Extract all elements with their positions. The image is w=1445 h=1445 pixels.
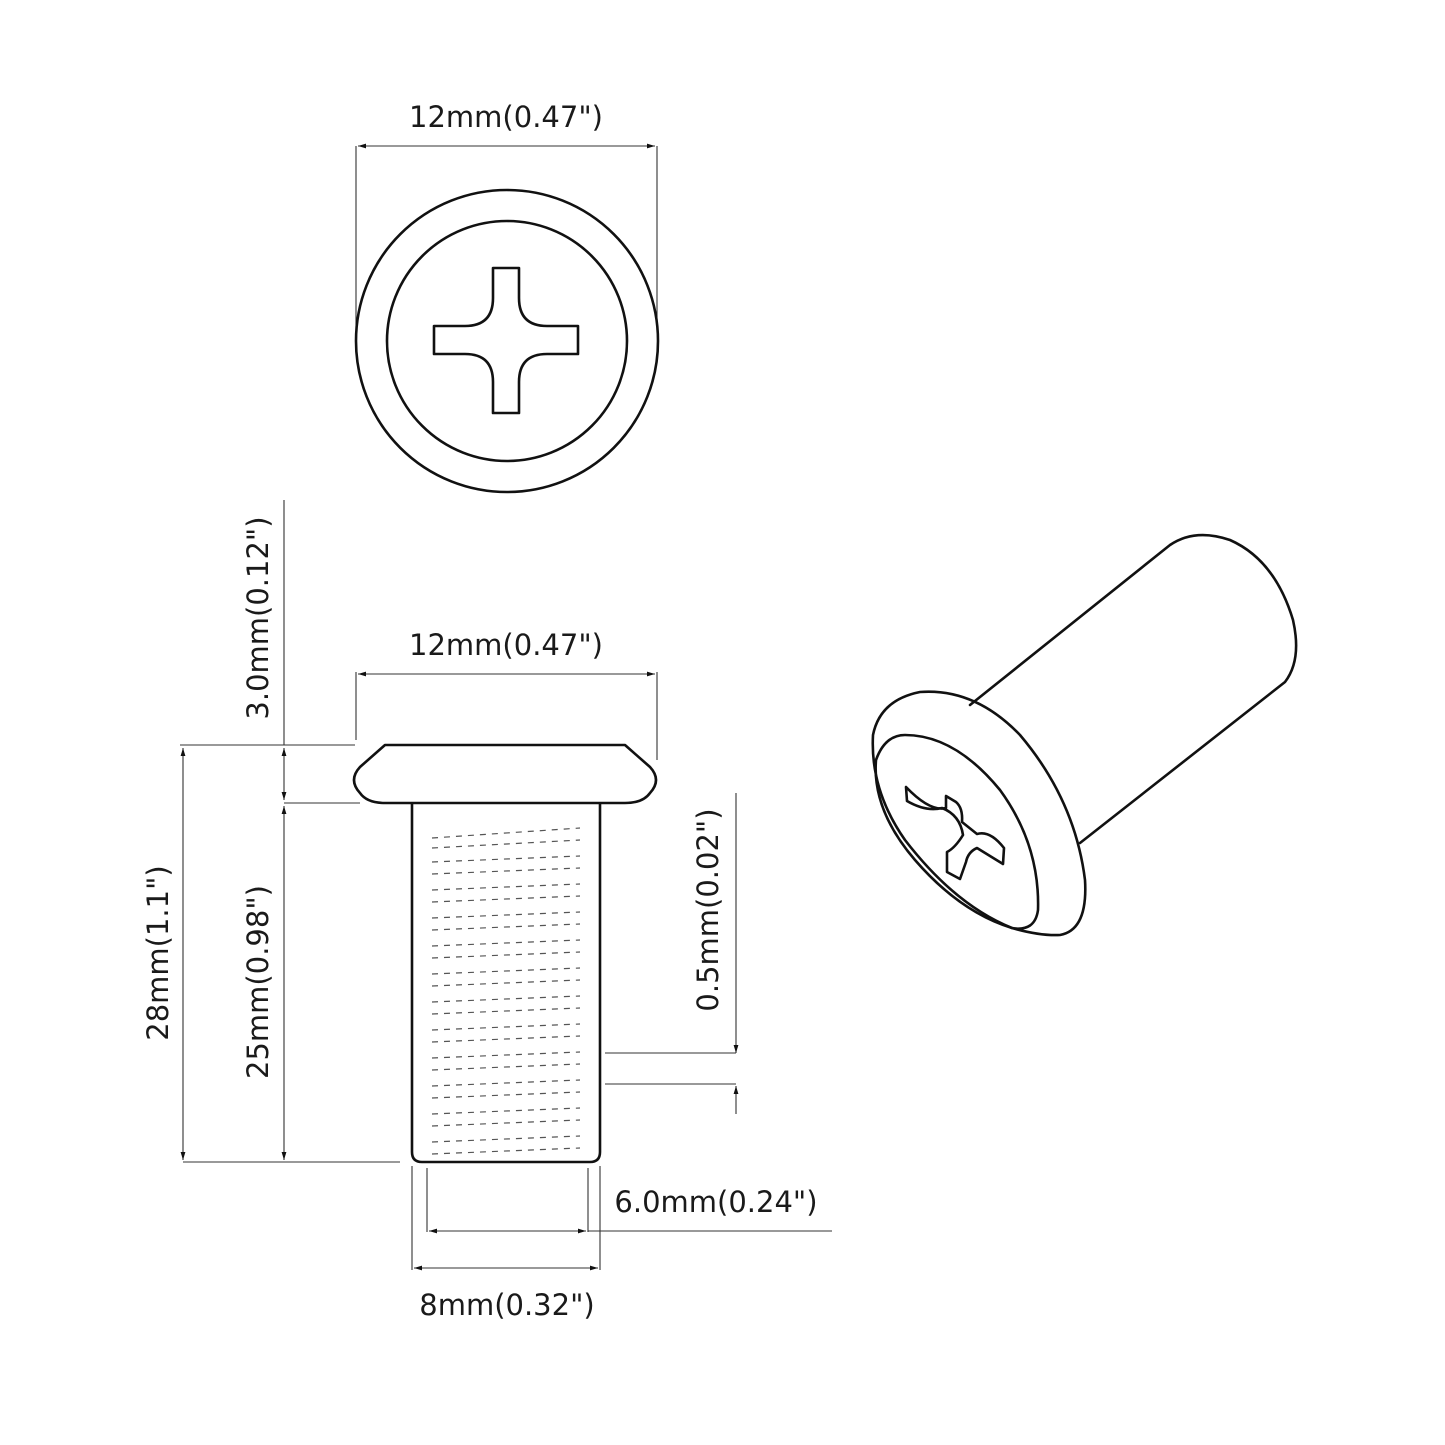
- internal-thread-lines: [431, 827, 581, 1155]
- side-barrel: [410, 802, 602, 1164]
- top-view: 12mm(0.47"): [354, 100, 660, 494]
- label-inner-diameter: 6.0mm(0.24"): [614, 1185, 817, 1219]
- side-view: 12mm(0.47") 3.0mm(0.12") 28mm(1.1") 25mm…: [141, 500, 832, 1322]
- iso-view: [871, 533, 1298, 937]
- side-head: [352, 743, 658, 805]
- dim-barrel-diameter: 8mm(0.32"): [411, 1166, 601, 1322]
- iso-head-face: [874, 733, 1040, 930]
- dim-total-length: 28mm(1.1"): [141, 748, 400, 1163]
- label-side-head-diameter: 12mm(0.47"): [409, 628, 603, 662]
- iso-barrel: [968, 533, 1298, 845]
- dim-barrel-length: 25mm(0.98"): [241, 806, 287, 1160]
- dim-thread-pitch: 0.5mm(0.02"): [605, 793, 739, 1114]
- dim-side-head-diameter: 12mm(0.47"): [355, 628, 658, 760]
- label-barrel-diameter: 8mm(0.32"): [419, 1288, 595, 1322]
- label-head-height: 3.0mm(0.12"): [241, 516, 275, 719]
- label-barrel-length: 25mm(0.98"): [241, 885, 275, 1079]
- iso-head-flange: [871, 690, 1087, 937]
- iso-phillips-recess-icon: [904, 785, 1006, 881]
- head-outer-circle: [354, 188, 660, 494]
- head-inner-circle: [385, 219, 629, 463]
- label-top-head-diameter: 12mm(0.47"): [409, 100, 603, 134]
- dim-inner-diameter: 6.0mm(0.24"): [426, 1168, 832, 1234]
- phillips-recess-icon: [432, 266, 580, 415]
- dim-top-head-diameter: 12mm(0.47"): [355, 100, 658, 330]
- dim-head-height: 3.0mm(0.12"): [180, 500, 360, 804]
- label-thread-pitch: 0.5mm(0.02"): [691, 808, 725, 1011]
- label-total-length: 28mm(1.1"): [141, 865, 175, 1041]
